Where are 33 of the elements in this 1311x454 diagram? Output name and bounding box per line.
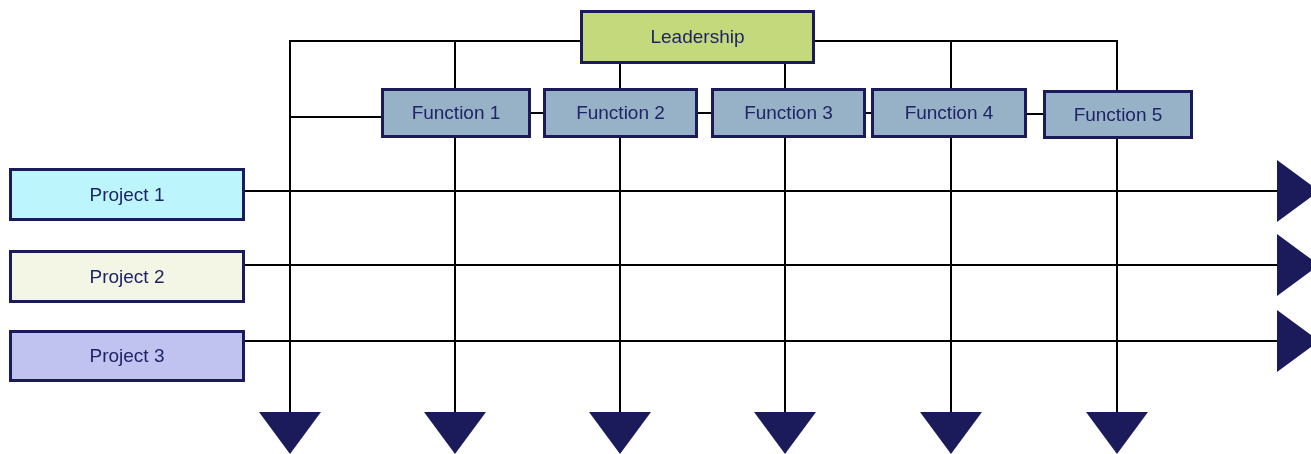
box-label: Function 5 bbox=[1073, 103, 1163, 126]
connector-line bbox=[619, 63, 621, 89]
connector-line bbox=[530, 112, 544, 114]
arrow bbox=[424, 137, 486, 454]
connector-line bbox=[814, 40, 1118, 91]
connector-line bbox=[697, 112, 712, 114]
arrow bbox=[244, 234, 1311, 296]
function-box bbox=[1043, 90, 1193, 139]
box-label: Project 1 bbox=[89, 183, 165, 206]
connector-line bbox=[784, 63, 786, 89]
function-box bbox=[381, 88, 531, 138]
arrow bbox=[1086, 138, 1148, 454]
project-box bbox=[9, 330, 245, 382]
arrow bbox=[244, 310, 1311, 372]
box-label: Function 3 bbox=[744, 102, 833, 124]
box-label: Function 4 bbox=[904, 102, 994, 124]
arrow bbox=[589, 137, 651, 454]
connector-line bbox=[1026, 113, 1044, 115]
project-box bbox=[9, 168, 245, 221]
leadership-box bbox=[580, 10, 815, 64]
arrow bbox=[754, 137, 816, 454]
function-box bbox=[543, 88, 698, 138]
project-box bbox=[9, 250, 245, 303]
box-label: Function 2 bbox=[576, 102, 665, 124]
function-box bbox=[871, 88, 1027, 138]
box-label: Function 1 bbox=[411, 102, 501, 124]
arrow bbox=[244, 160, 1311, 222]
box-label: Leadership bbox=[650, 26, 745, 48]
box-label: Project 2 bbox=[89, 265, 165, 288]
function-box bbox=[711, 88, 866, 138]
arrow bbox=[920, 137, 982, 454]
connector-line bbox=[865, 112, 872, 114]
box-label: Project 3 bbox=[89, 345, 165, 367]
